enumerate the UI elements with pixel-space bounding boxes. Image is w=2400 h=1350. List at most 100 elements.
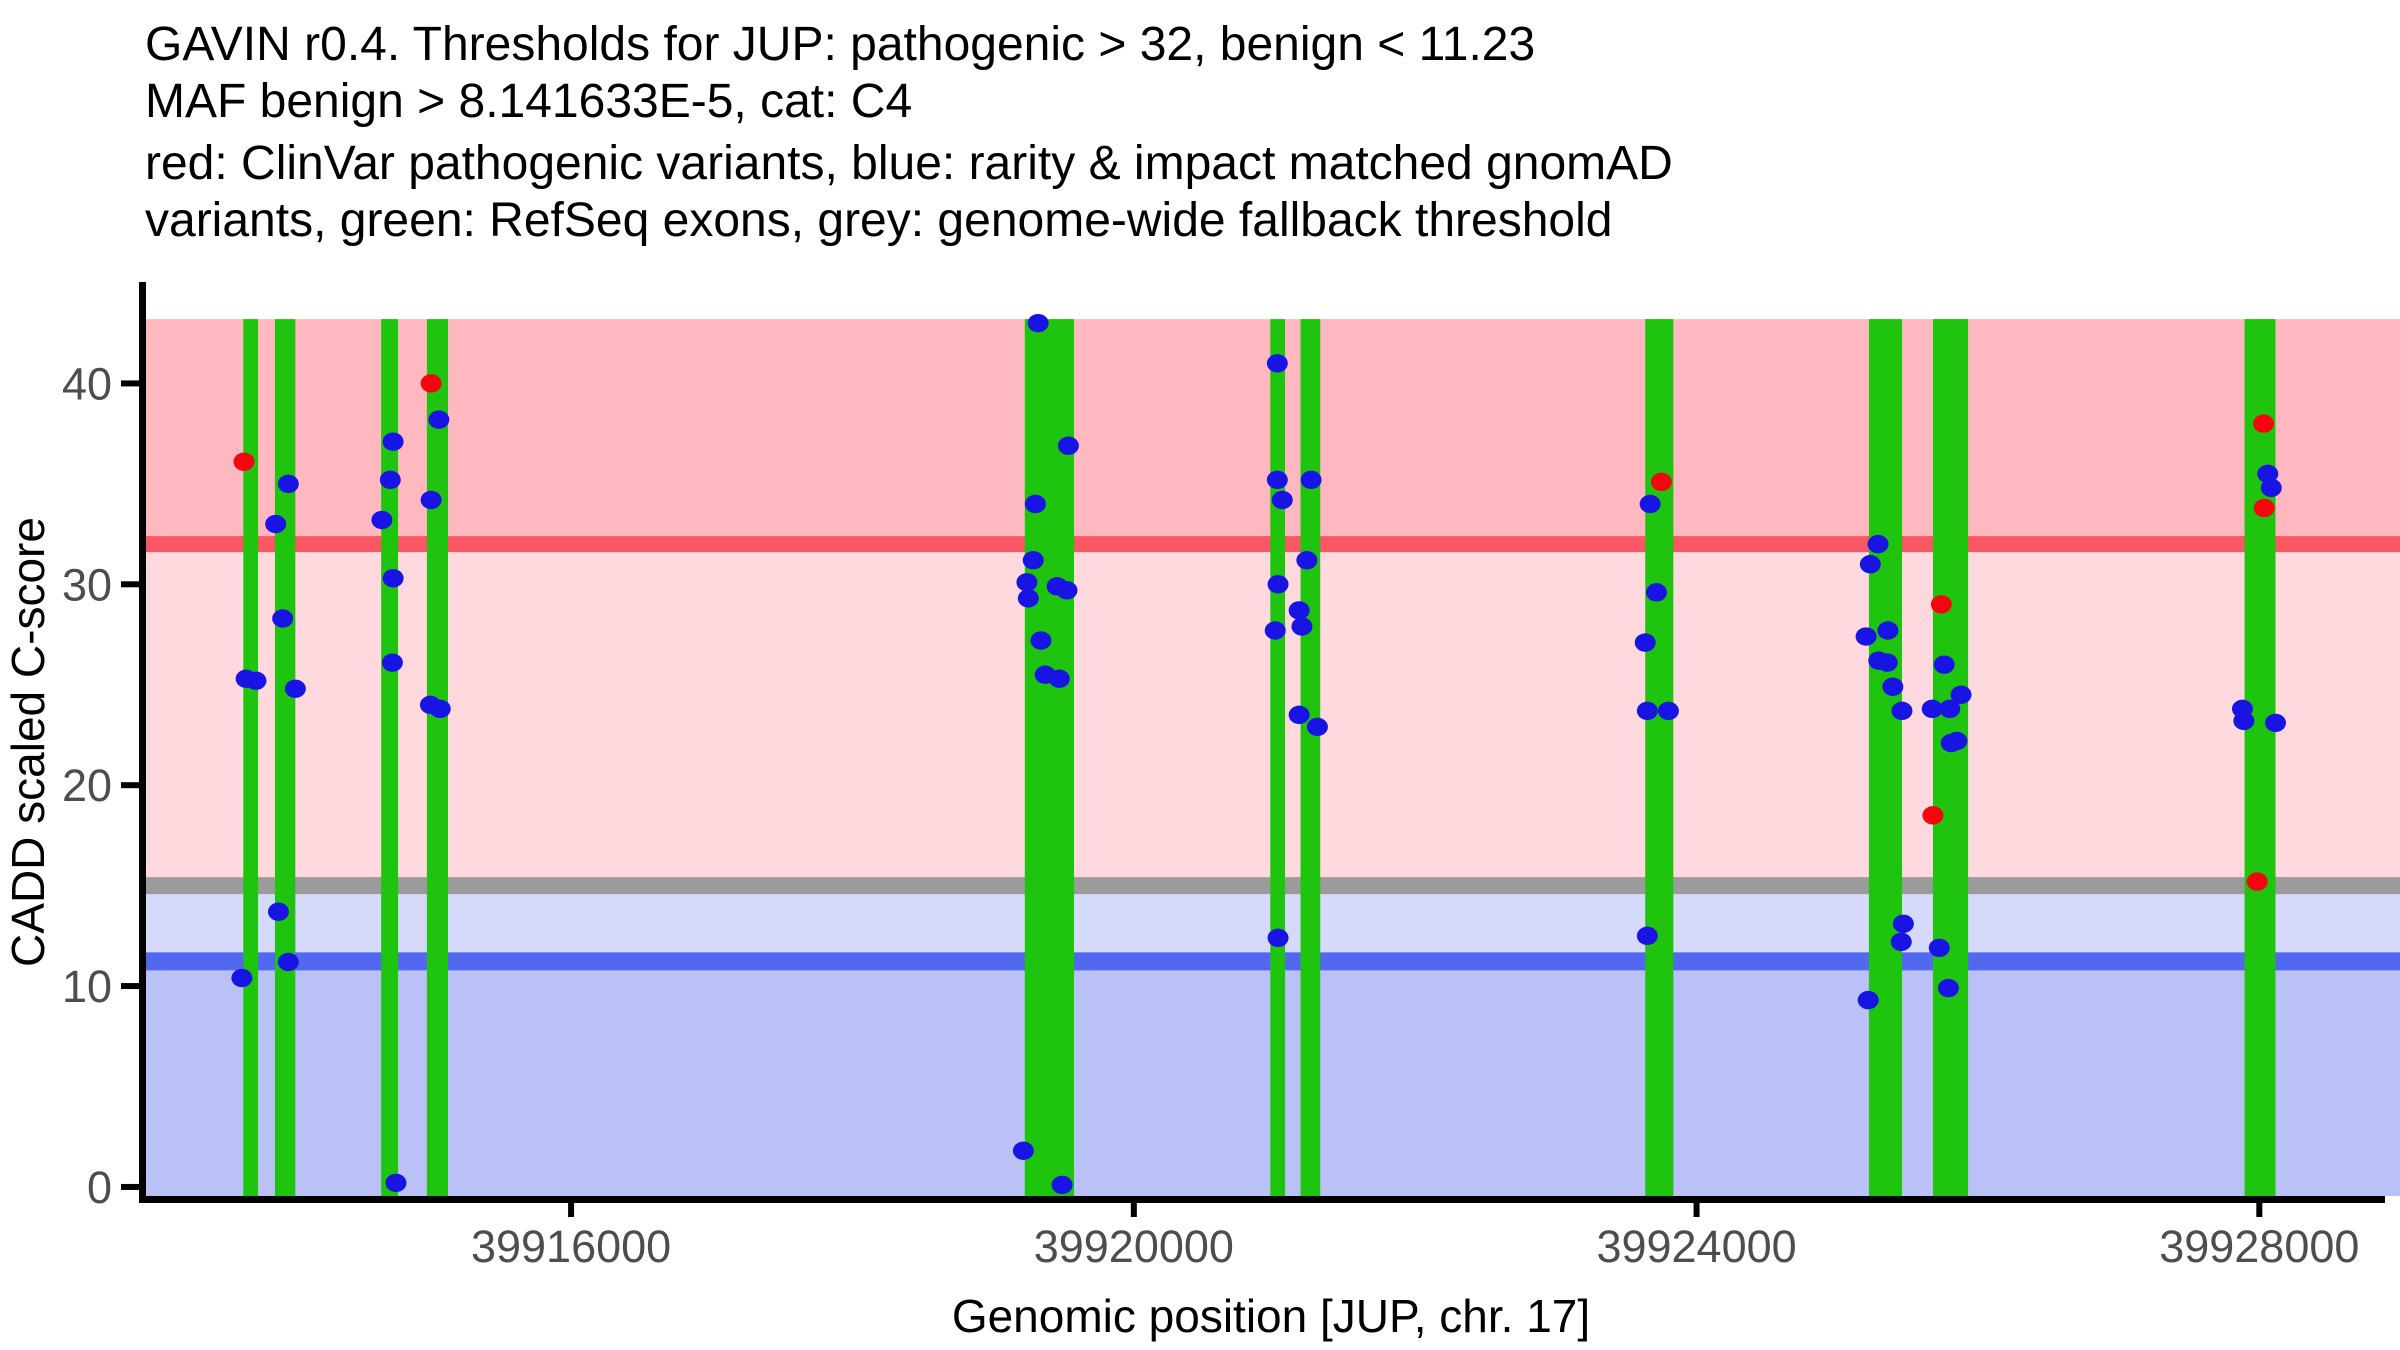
gnomad-variant-point xyxy=(1271,490,1293,510)
exon-bar xyxy=(2244,319,2276,1196)
y-tick-mark xyxy=(121,1183,139,1190)
gnomad-variant-point xyxy=(1892,914,1914,933)
y-axis-ticks-layer: 0 10 20 30 40 xyxy=(62,358,139,1213)
exon-bar xyxy=(1645,319,1674,1196)
exon-bar xyxy=(274,319,296,1196)
gnomad-variant-point xyxy=(1877,621,1899,640)
exon-bar xyxy=(381,319,399,1196)
gnomad-variant-point xyxy=(371,510,393,530)
y-tick-label: 0 xyxy=(87,1162,112,1213)
clinvar-variant-point xyxy=(420,374,442,393)
clinvar-variant-point xyxy=(2253,498,2275,518)
y-tick-mark xyxy=(121,782,139,789)
gnomad-variant-point xyxy=(1300,470,1322,490)
gnomad-variant-point xyxy=(284,679,306,698)
exon-bar xyxy=(243,319,259,1196)
x-tick-mark xyxy=(2256,1203,2263,1217)
gnomad-variant-point xyxy=(277,952,299,972)
exon-bar xyxy=(426,319,448,1196)
gnomad-variant-point xyxy=(2233,711,2255,731)
gnomad-variant-point xyxy=(1291,617,1313,636)
gnomad-variant-point xyxy=(1636,926,1658,946)
clinvar-variant-point xyxy=(2246,872,2268,891)
gnomad-variant-point xyxy=(1891,701,1913,721)
gnomad-variant-point xyxy=(1928,938,1950,958)
gnomad-variant-point xyxy=(277,474,299,494)
axes-layer xyxy=(139,282,2385,1203)
gnomad-variant-point xyxy=(1639,494,1661,514)
gnomad-variant-point xyxy=(1882,677,1904,696)
gnomad-variant-point xyxy=(267,902,289,921)
gnomad-variant-point xyxy=(1016,573,1038,592)
y-tick-label: 30 xyxy=(62,559,112,610)
gnomad-variant-point xyxy=(1056,581,1078,600)
x-axis-title: Genomic position [JUP, chr. 17] xyxy=(952,1290,1590,1342)
y-tick-label: 10 xyxy=(62,961,112,1012)
gnomad-variant-point xyxy=(1890,932,1912,952)
gnomad-variant-point xyxy=(1939,699,1961,719)
plot-title-line-3: red: ClinVar pathogenic variants, blue: … xyxy=(145,137,1673,190)
gnomad-variant-point xyxy=(1017,589,1039,608)
x-axis-line xyxy=(139,1196,2385,1203)
gnomad-variant-point xyxy=(1024,494,1046,514)
plot-title-line-2: MAF benign > 8.141633E-5, cat: C4 xyxy=(145,75,912,128)
gnomad-variant-point xyxy=(1057,436,1079,455)
clinvar-variant-point xyxy=(1930,595,1952,614)
gnomad-variant-point xyxy=(1634,633,1656,652)
gnomad-variant-point xyxy=(1306,717,1328,737)
y-tick-mark xyxy=(121,983,139,990)
y-axis-line xyxy=(139,282,146,1203)
x-tick-label: 39924000 xyxy=(1596,1221,1796,1272)
gnomad-variant-point xyxy=(2257,464,2279,484)
x-tick-label: 39916000 xyxy=(471,1221,671,1272)
y-tick-mark xyxy=(121,380,139,387)
y-tick-label: 20 xyxy=(62,760,112,811)
gnomad-variant-point xyxy=(428,410,450,429)
gnomad-variant-point xyxy=(265,514,287,534)
clinvar-variant-point xyxy=(233,452,255,471)
gnomad-variant-point xyxy=(1048,669,1070,688)
gnomad-variant-point xyxy=(1921,699,1943,719)
gnomad-variant-point xyxy=(385,1173,407,1193)
x-tick-mark xyxy=(568,1203,575,1217)
gnomad-variant-point xyxy=(1288,705,1310,725)
clinvar-variant-point xyxy=(2253,414,2275,433)
x-tick-mark xyxy=(1130,1203,1137,1217)
gnomad-variant-point xyxy=(381,653,403,672)
gnomad-variant-point xyxy=(1030,631,1052,650)
plot-title-line-1: GAVIN r0.4. Thresholds for JUP: pathogen… xyxy=(145,18,1535,71)
gnomad-variant-point xyxy=(1867,534,1889,554)
gnomad-variant-point xyxy=(2264,713,2286,733)
exon-bar xyxy=(1868,319,1902,1196)
exon-bar xyxy=(1270,319,1286,1196)
plot-title-line-4: variants, green: RefSeq exons, grey: gen… xyxy=(145,194,1612,247)
x-tick-label: 39920000 xyxy=(1034,1221,1234,1272)
x-tick-label: 39928000 xyxy=(2159,1221,2359,1272)
gnomad-variant-point xyxy=(1267,575,1289,594)
gnomad-variant-point xyxy=(1950,685,1972,704)
gnomad-variant-point xyxy=(2260,478,2282,498)
gnomad-variant-point xyxy=(1012,1141,1034,1160)
gnomad-variant-point xyxy=(1937,978,1959,998)
gnomad-variant-point xyxy=(1267,928,1289,948)
exon-bar xyxy=(1024,319,1075,1196)
gnomad-variant-point xyxy=(1933,655,1955,674)
gnomad-variant-point xyxy=(231,968,253,988)
gnomad-variant-point xyxy=(1940,733,1962,753)
gnomad-variant-point xyxy=(1657,701,1679,721)
gnomad-variant-point xyxy=(420,490,442,510)
x-tick-mark xyxy=(1693,1203,1700,1217)
gnomad-variant-point xyxy=(1645,583,1667,602)
refseq-exons-layer xyxy=(243,319,2276,1196)
gnomad-variant-point xyxy=(1051,1175,1073,1195)
variant-points-layer xyxy=(231,313,2286,1195)
gnomad-variant-point xyxy=(382,569,404,588)
y-tick-mark xyxy=(121,581,139,588)
gnomad-variant-point xyxy=(382,432,404,451)
gnomad-variant-point xyxy=(1266,470,1288,490)
gnomad-variant-point xyxy=(379,470,401,490)
y-tick-label: 40 xyxy=(62,358,112,409)
clinvar-variant-point xyxy=(1922,806,1944,825)
